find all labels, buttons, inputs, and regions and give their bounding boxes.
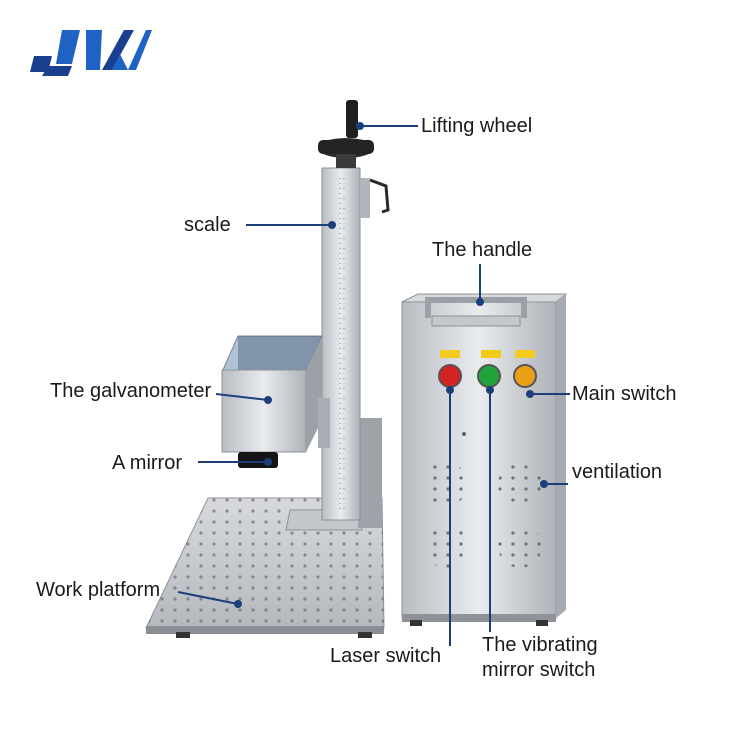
galvanometer-head — [221, 369, 307, 453]
field-lens — [238, 452, 278, 468]
main-switch — [513, 364, 537, 388]
label-main-switch: Main switch — [572, 383, 677, 405]
label-mirror: A mirror — [112, 452, 182, 474]
label-work-platform: Work platform — [36, 579, 161, 601]
label-laser-switch: Laser switch — [330, 645, 442, 667]
laser-switch — [438, 364, 462, 388]
label-vibrating-switch-line2: mirror switch — [482, 659, 596, 681]
ventilation-grills — [424, 462, 542, 568]
cabinet-handle — [425, 297, 527, 318]
lifting-column — [321, 167, 361, 521]
jw-logo — [30, 30, 152, 76]
control-cabinet — [401, 301, 557, 619]
label-lifting-wheel: Lifting wheel — [421, 115, 533, 137]
label-galvanometer: The galvanometer — [50, 380, 212, 402]
vibrating-mirror-switch — [477, 364, 501, 388]
label-scale: scale — [184, 214, 231, 236]
label-vibrating-switch-line1: The vibrating — [482, 634, 598, 656]
label-handle: The handle — [432, 239, 533, 261]
label-ventilation: ventilation — [572, 461, 663, 483]
